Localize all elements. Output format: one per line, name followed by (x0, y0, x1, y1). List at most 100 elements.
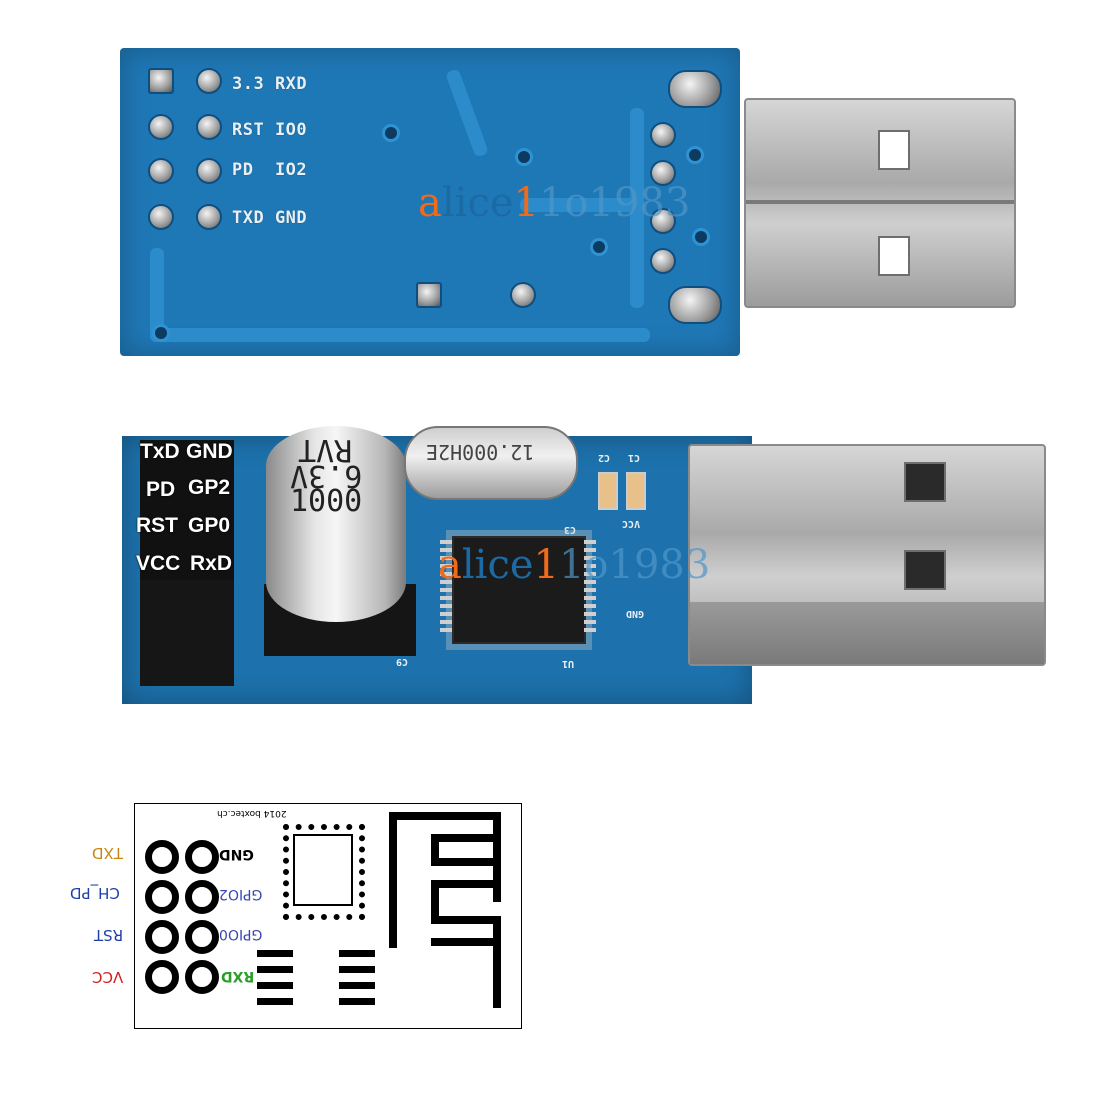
crystal-oscillator (404, 426, 578, 500)
smd-pad (339, 950, 375, 957)
usb-adapter-back-board: 3.3 RXD RST IO0 PD IO2 TXD GND (120, 48, 740, 356)
silk-vcc: VCC (622, 518, 641, 529)
pin-rst (145, 920, 179, 954)
usb-plug-shadow (690, 602, 1044, 664)
header-pad (196, 158, 222, 184)
silk-c2: C2 (598, 452, 611, 463)
via (152, 324, 170, 342)
usb-contact-pad (650, 208, 676, 234)
smd-pad (339, 998, 375, 1005)
silk-c3: C3 (564, 524, 577, 535)
antenna-trace (431, 880, 439, 924)
usb-contact-pad (650, 160, 676, 186)
via (382, 124, 400, 142)
antenna-trace (493, 938, 501, 1008)
pcb-trace (630, 108, 644, 308)
smd-pad (339, 982, 375, 989)
header-pad (148, 114, 174, 140)
pin-vcc (145, 960, 179, 994)
capacitor-text-3: 1000 (290, 484, 363, 519)
module-label-gnd: GND (219, 846, 254, 862)
antenna-trace (389, 812, 501, 820)
pin-gnd (185, 840, 219, 874)
silk-gnd: GND (626, 608, 645, 619)
pin-label-row2: RST IO0 (232, 120, 308, 140)
smd-pad (257, 950, 293, 957)
usb-plug-seam (746, 200, 1014, 204)
header-label-rxd: RxD (190, 552, 233, 575)
pin-ch-pd (145, 880, 179, 914)
header-pad-square (148, 68, 174, 94)
usb-serial-chip (452, 536, 586, 644)
chip-footprint (283, 824, 365, 920)
side-label-vcc: VCC (92, 968, 124, 986)
antenna-trace (431, 938, 501, 946)
header-pad (196, 204, 222, 230)
smd-pad (257, 982, 293, 989)
pcb-trace (150, 248, 164, 338)
header-label-vcc: VCC (136, 552, 181, 575)
pin-gpio0 (185, 920, 219, 954)
usb-plug-window (878, 236, 910, 276)
side-label-ch-pd: CH_PD (70, 884, 120, 902)
usb-plug-window (904, 550, 946, 590)
pin-label-row3: PD IO2 (232, 160, 308, 180)
usb-shield-pad (668, 286, 722, 324)
via (692, 228, 710, 246)
header-label-rst: RST (136, 514, 178, 537)
pcb-trace (445, 68, 489, 158)
smd-pad (416, 282, 442, 308)
antenna-trace (389, 812, 397, 948)
smd-capacitor-c2 (598, 472, 618, 510)
header-pad (196, 68, 222, 94)
usb-plug-window (904, 462, 946, 502)
usb-adapter-front-board: RVT 6.3V 1000 12.000H2E C2 C1 VCC GND C3… (122, 426, 752, 704)
usb-plug-window (878, 130, 910, 170)
antenna-trace (431, 834, 439, 864)
silk-u1: U1 (562, 658, 575, 669)
pin-txd (145, 840, 179, 874)
header-label-gnd: GND (186, 440, 233, 463)
pin-header-socket (140, 580, 234, 686)
smd-pad (257, 998, 293, 1005)
usb-plug-front (688, 444, 1046, 666)
header-label-txd: TxD (140, 440, 180, 463)
smd-pad (339, 966, 375, 973)
smd-capacitor-c1 (626, 472, 646, 510)
usb-plug-top (744, 98, 1016, 308)
pin-header-socket (140, 440, 234, 580)
silk-c9: C9 (396, 656, 409, 667)
module-label-gpio2: GPIO2 (219, 886, 263, 902)
crystal-label: 12.000H2E (426, 440, 535, 464)
antenna-trace (431, 834, 501, 842)
antenna-trace (431, 916, 501, 924)
antenna-trace (493, 916, 501, 946)
chip-pins-right (584, 540, 596, 636)
smd-pad (510, 282, 536, 308)
pin-gpio2 (185, 880, 219, 914)
usb-shield-pad (668, 70, 722, 108)
pcb-trace (520, 198, 640, 212)
silk-c1: C1 (628, 452, 641, 463)
usb-contact-pad (650, 122, 676, 148)
pin-label-row4: TXD GND (232, 208, 308, 228)
chip-pins-left (440, 540, 452, 636)
header-pad (196, 114, 222, 140)
via (686, 146, 704, 164)
esp-module-pinout-diagram: 2014 boxtec.ch GND GPIO2 GPIO0 RXD (134, 803, 522, 1029)
module-label-rxd: RXD (221, 968, 255, 984)
header-label-gp0: GP0 (188, 514, 231, 537)
antenna-trace (431, 858, 501, 866)
antenna-trace (431, 880, 501, 888)
usb-contact-pad (650, 248, 676, 274)
pin-label-row1: 3.3 RXD (232, 74, 308, 94)
chip-footprint-inner (293, 834, 353, 906)
pin-rxd (185, 960, 219, 994)
watermark-top: alice11o1983 (418, 180, 691, 226)
side-label-rst: RST (94, 926, 124, 944)
via (590, 238, 608, 256)
header-pad (148, 204, 174, 230)
via (515, 148, 533, 166)
header-label-gp2: GP2 (188, 476, 231, 499)
header-pad (148, 158, 174, 184)
